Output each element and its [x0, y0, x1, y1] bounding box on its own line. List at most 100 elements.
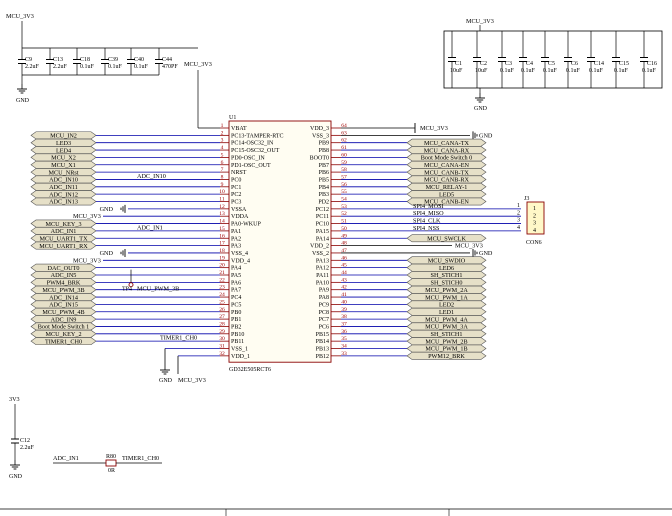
ic-pin-name-20: PA4: [231, 266, 241, 272]
ic-pin-name-10: PC2: [231, 192, 241, 198]
ic-pin-name-57: PB5: [319, 177, 329, 183]
net-port-shape: [406, 197, 487, 206]
cap-ref-c39: C39: [108, 57, 118, 63]
ic-pin-name-18: VSS_4: [231, 251, 248, 257]
connector-pin-label-1: 1: [533, 206, 536, 212]
ic-pin-name-63: VSS_3: [312, 133, 329, 139]
ground-label-pin-63: GND: [479, 132, 493, 139]
ic-pin-name-41: PA8: [319, 295, 329, 301]
ic-pin-number-18: 18: [219, 248, 225, 254]
ic-pin-number-24: 24: [219, 292, 225, 298]
ic-pin-name-8: PC0: [231, 177, 241, 183]
cap-value-c40: 0.1uF: [134, 64, 149, 70]
ic-pin-name-52: PC11: [316, 214, 329, 220]
ic-pin-number-17: 17: [219, 241, 225, 247]
ic-pin-name-32: VDD_1: [231, 354, 250, 360]
decoupling-caps-right: MCU_3V3C110uFC210uFC30.1uFC40.1uFC50.1uF…: [443, 18, 663, 112]
ic-pin-name-12: VSSA: [231, 207, 247, 213]
net-port-label: Boot Mode Switch 0: [421, 155, 472, 162]
net-port-label: MCU_KEY_3: [45, 221, 81, 228]
ic-pin-name-28: PB2: [231, 324, 241, 330]
ic-pin-number-50: 50: [341, 226, 347, 232]
ic-pin-name-11: PC3: [231, 200, 241, 206]
ic-pin-name-46: PA13: [316, 258, 329, 264]
cap-value-c1: 10uF: [450, 68, 463, 74]
net-port-left-26: MCU_PWM_4B: [30, 307, 97, 316]
tp-marker: [128, 282, 134, 288]
ic-pin-number-52: 52: [341, 211, 347, 217]
net-port-label: MCU_PWM_1A: [425, 294, 468, 301]
ic-pin-name-31: VSS_1: [231, 347, 248, 353]
cap-value-c44: 470PF: [162, 64, 178, 70]
connector-ref: J3: [524, 196, 529, 202]
ground-label-top-right: GND: [474, 106, 488, 112]
net-label-pin-48: MCU_3V3: [455, 243, 483, 250]
capacitor-c15: [612, 31, 620, 88]
resistor-input-net: ADC_IN1: [53, 455, 79, 462]
net-label-pin-53: SPI4_MOSI: [413, 203, 444, 210]
net-port-left-3: LED3: [30, 138, 97, 147]
cap-ref-c16: C16: [647, 61, 657, 67]
net-label-pin-64: MCU_3V3: [420, 125, 448, 132]
net-port-label: PWM4_BRK: [47, 280, 81, 287]
net-port-right-57: MCU_CANB-RX: [406, 175, 487, 184]
ground-symbol-top-right: [475, 93, 485, 103]
net-port-label: ADC_IN5: [51, 272, 77, 279]
ic-pin-number-57: 57: [341, 174, 347, 180]
ic-pin-name-54: PD2: [318, 200, 329, 206]
net-port-label: SH_STICH1: [431, 272, 463, 279]
ic-pin-name-7: NRST: [231, 170, 247, 176]
ic-pin-number-30: 30: [219, 336, 225, 342]
net-port-right-60: Boot Mode Switch 0: [406, 153, 487, 162]
ic-pin-number-3: 3: [221, 138, 224, 144]
ic-pin-name-23: PA7: [231, 288, 241, 294]
net-port-label: MCU_PWM_4A: [425, 316, 468, 323]
ground-label-pin-47: GND: [479, 250, 493, 257]
cap-ref-c4: C4: [526, 61, 533, 67]
net-port-label: ADC_IN11: [49, 184, 78, 191]
net-port-left-27: ADC_IN9: [30, 315, 97, 323]
net-port-right-34: MCU_PWM_1B: [406, 344, 487, 353]
ic-pin-number-62: 62: [341, 138, 347, 144]
net-port-label: PWM12_BRK: [428, 353, 465, 360]
cap-ref-c12: C12: [20, 438, 30, 444]
ic-pin-number-34: 34: [341, 344, 347, 350]
net-port-right-55: LED5: [406, 190, 487, 198]
ic-pin-number-19: 19: [219, 255, 225, 261]
net-port-label: MCU_RELAY-1: [426, 184, 468, 191]
net-port-label: MCU_CANB-TX: [424, 169, 469, 176]
net-port-right-46: MCU_SWDIO: [406, 256, 487, 265]
ic-pin-number-56: 56: [341, 182, 347, 188]
net-port-right-40: LED2: [406, 300, 487, 309]
cap-value-c5: 0.1uF: [543, 68, 558, 74]
net-port-label: MCU_PWM_3B: [42, 287, 84, 294]
ic-pin-number-21: 21: [219, 270, 225, 276]
capacitor-c5: [541, 31, 549, 88]
ic-pin-number-35: 35: [341, 336, 347, 342]
capacitor-c16: [640, 31, 648, 88]
ic-pin-name-24: PC4: [231, 295, 241, 301]
ground-symbol-bottom: [10, 460, 20, 470]
cap-value-c16: 0.1uF: [642, 68, 657, 74]
ic-pin-number-9: 9: [221, 182, 224, 188]
ic-pin-name-39: PC8: [319, 310, 329, 316]
net-port-shape: [406, 351, 487, 360]
ic-pin-number-63: 63: [341, 130, 347, 136]
ic-pin-number-12: 12: [219, 204, 225, 210]
ic-body: [228, 120, 332, 363]
net-port-label: MCU_PWM_3A: [425, 324, 468, 331]
cap-ref-c15: C15: [619, 61, 629, 67]
resistor-output-net: TIMER1_CH0: [122, 455, 159, 462]
ic-pin-name-21: PA5: [231, 273, 241, 279]
net-port-label: MCU_UART1_RX: [39, 243, 88, 250]
cap-ref-c2: C2: [480, 61, 487, 67]
net-label-pin-13: MCU_3V3: [73, 213, 101, 220]
net-port-left-25: ADC_IN15: [30, 300, 97, 309]
ic-pin-number-51: 51: [341, 219, 347, 225]
net-label-pin-19: MCU_3V3: [73, 257, 101, 264]
ic-pin-number-25: 25: [219, 299, 225, 305]
cap-ref-c6: C6: [571, 61, 578, 67]
net-port-left-28: Boot Mode Switch 1: [30, 322, 97, 331]
